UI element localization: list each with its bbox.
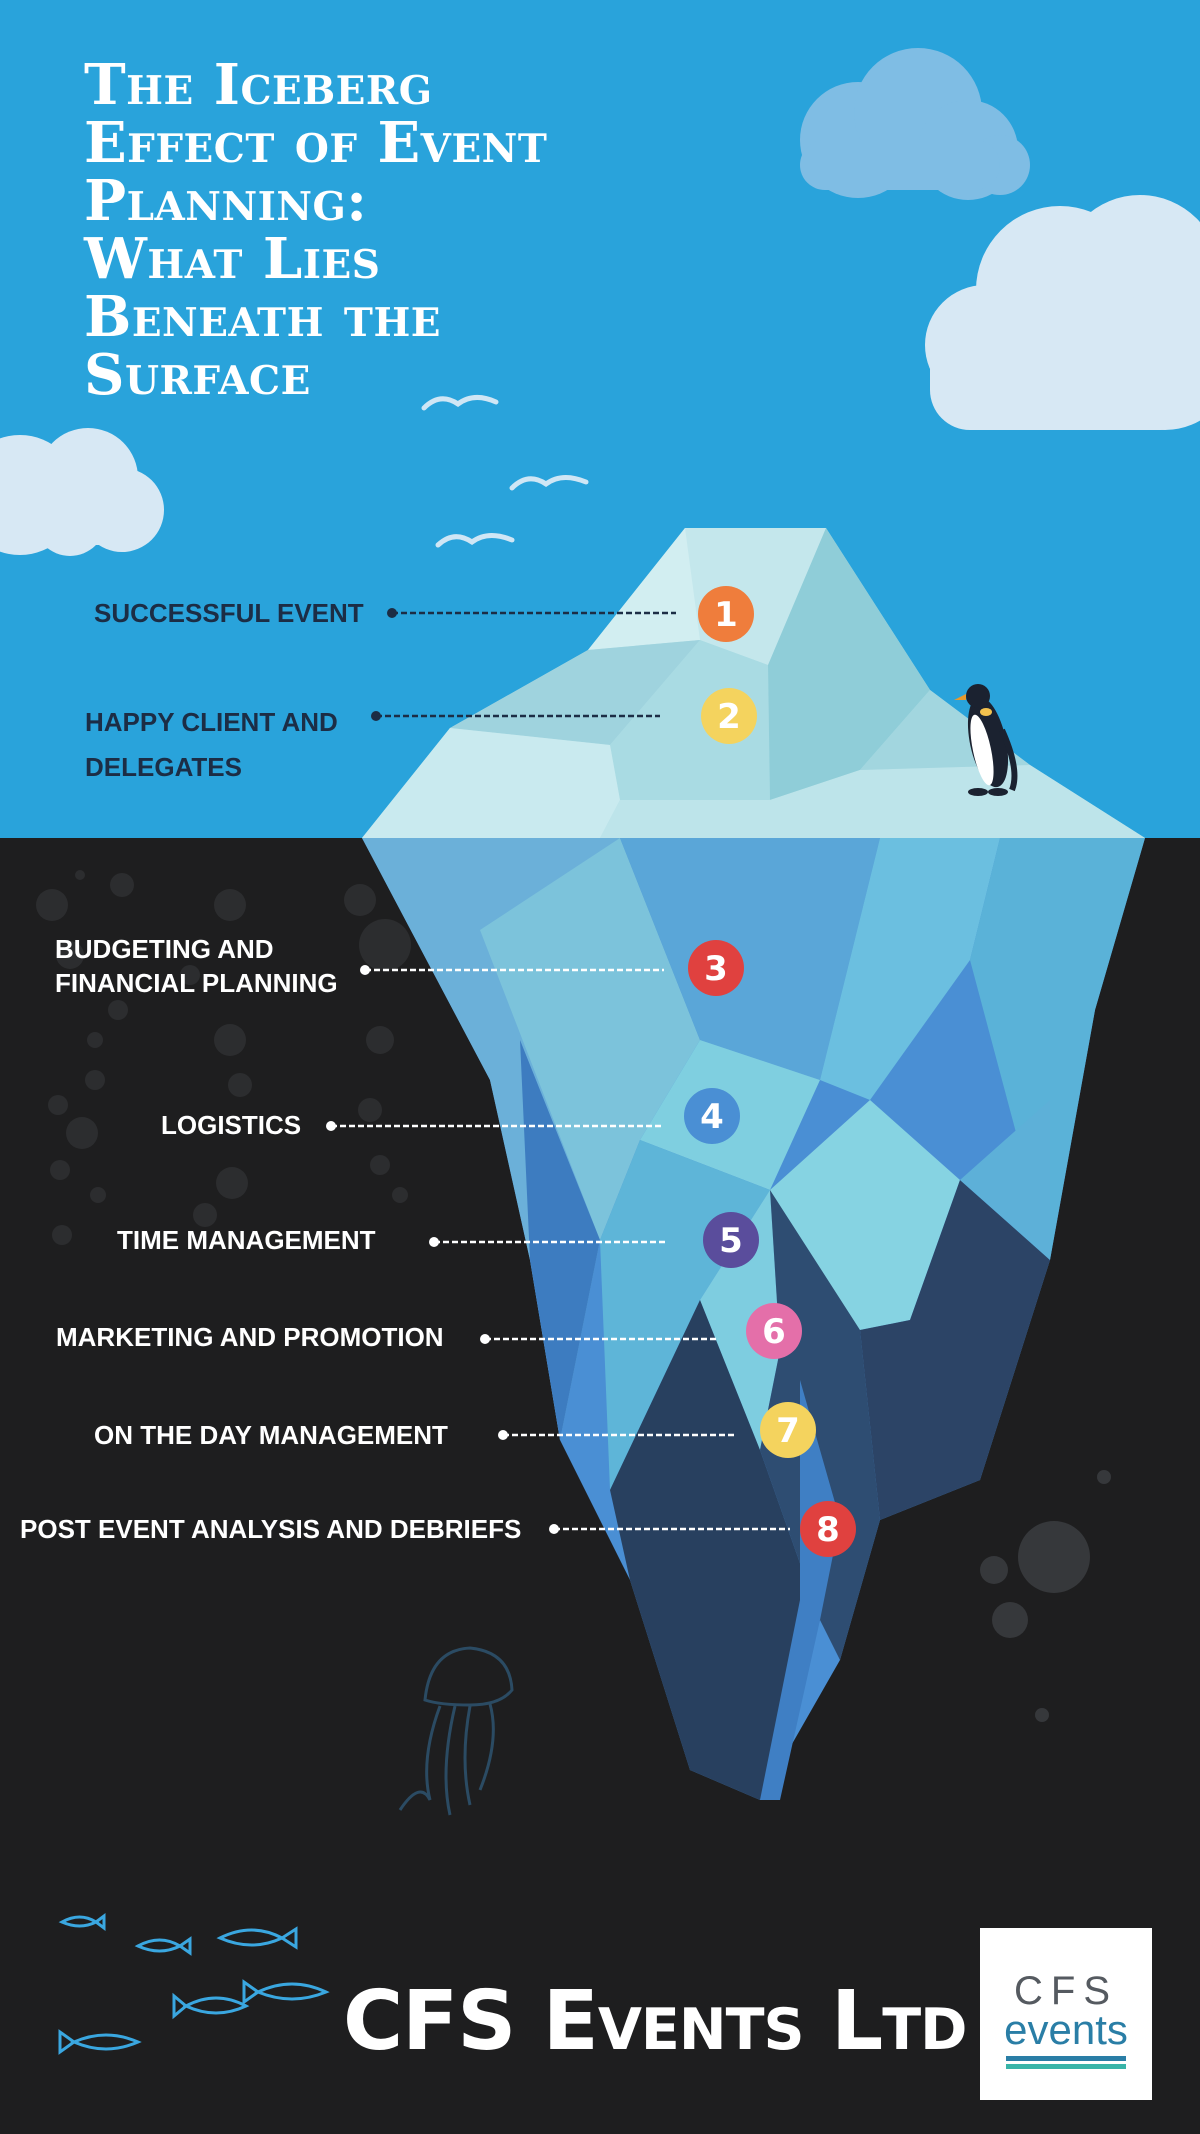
item-label-happy-client: HAPPY CLIENT AND DELEGATES — [85, 700, 338, 790]
connector-dot — [480, 1334, 490, 1344]
title-line: Effect of Event — [84, 110, 548, 176]
number-badge — [703, 1212, 759, 1268]
cloud — [800, 48, 1030, 200]
label-line: MARKETING AND PROMOTION — [56, 1322, 444, 1352]
number-badge-label: 4 — [700, 1097, 724, 1137]
connector-dot — [371, 711, 381, 721]
number-badge — [800, 1501, 856, 1557]
number-badge-label: 3 — [704, 949, 728, 989]
title-line: What Lies — [84, 226, 381, 292]
item-label-successful-event: SUCCESSFUL EVENT — [94, 596, 364, 630]
label-line: SUCCESSFUL EVENT — [94, 598, 364, 628]
number-badge — [701, 688, 757, 744]
bubbles-right — [980, 1470, 1111, 1722]
label-line: BUDGETING AND — [55, 934, 274, 964]
connector-dot — [387, 608, 397, 618]
number-badge — [688, 940, 744, 996]
number-badge — [746, 1303, 802, 1359]
item-label-marketing: MARKETING AND PROMOTION — [56, 1320, 444, 1354]
logo-underline — [1006, 2056, 1126, 2061]
connector-dot — [326, 1121, 336, 1131]
number-badge — [684, 1088, 740, 1144]
title-line: Planning: — [84, 168, 368, 234]
number-badge — [698, 586, 754, 642]
item-label-on-the-day: ON THE DAY MANAGEMENT — [94, 1418, 448, 1452]
connector-dot — [498, 1430, 508, 1440]
jellyfish — [398, 1646, 514, 1816]
logo-text-top: CFS — [1014, 1969, 1118, 2013]
label-line: HAPPY CLIENT AND — [85, 707, 338, 737]
number-badge — [760, 1402, 816, 1458]
label-line: ON THE DAY MANAGEMENT — [94, 1420, 448, 1450]
label-line: TIME MANAGEMENT — [117, 1225, 376, 1255]
connector-dot — [549, 1524, 559, 1534]
penguin — [954, 684, 1018, 796]
connector-dot — [429, 1237, 439, 1247]
cloud — [925, 195, 1200, 430]
number-badge-label: 1 — [714, 595, 738, 635]
number-badge-label: 8 — [816, 1510, 840, 1550]
item-label-time-management: TIME MANAGEMENT — [117, 1223, 376, 1257]
item-label-logistics: LOGISTICS — [161, 1108, 301, 1142]
fish-school — [58, 1913, 330, 2055]
label-line: DELEGATES — [85, 752, 242, 782]
logo-text-bottom: events — [1004, 2006, 1128, 2053]
number-badge-label: 5 — [719, 1221, 743, 1261]
logo-underline — [1006, 2064, 1126, 2069]
birds — [421, 395, 589, 548]
cloud — [0, 428, 164, 556]
item-label-post-event: POST EVENT ANALYSIS AND DEBRIEFS — [20, 1512, 521, 1546]
brand-name: CFS Events Ltd — [343, 1974, 967, 2069]
title-line: Surface — [84, 342, 311, 408]
item-label-budgeting: BUDGETING AND FINANCIAL PLANNING — [55, 932, 338, 1000]
title-line: The Iceberg — [84, 52, 433, 118]
label-line: FINANCIAL PLANNING — [55, 968, 338, 998]
iceberg-tip — [362, 528, 1145, 838]
connector-dot — [360, 965, 370, 975]
number-badge-label: 7 — [776, 1411, 800, 1451]
title-line: Beneath the — [84, 284, 442, 350]
company-logo: CFS events — [980, 1928, 1152, 2100]
page-title: The Iceberg Effect of Event Planning: Wh… — [84, 56, 644, 404]
number-badge-label: 2 — [717, 697, 741, 737]
bubbles — [36, 870, 411, 1245]
label-line: LOGISTICS — [161, 1110, 302, 1140]
label-line: POST EVENT ANALYSIS AND DEBRIEFS — [20, 1514, 522, 1544]
number-badge-label: 6 — [762, 1312, 786, 1352]
